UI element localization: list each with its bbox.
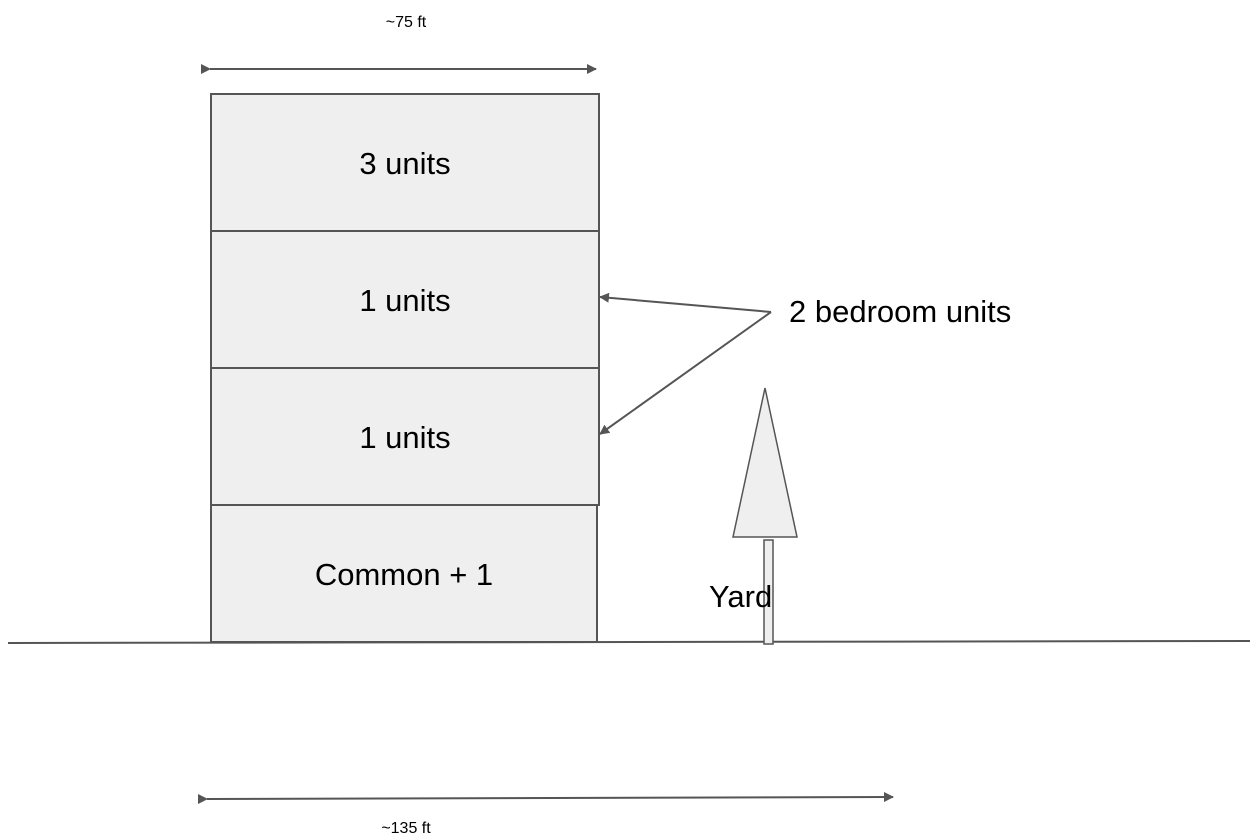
callout-label: 2 bedroom units <box>789 294 1011 329</box>
callout-arrow-lower <box>599 311 772 435</box>
tree-trunk <box>763 539 774 645</box>
bottom-dimension-label: ~135 ft <box>381 820 431 837</box>
top-dimension-label: ~75 ft <box>386 14 427 31</box>
floor-1 <box>210 504 598 643</box>
floor-1-label: Common + 1 <box>315 557 493 592</box>
tree-crown <box>732 387 798 538</box>
bottom-dimension-arrow <box>197 792 894 805</box>
floor-4-label: 3 units <box>359 146 450 181</box>
building: 3 units 1 units 1 units Common + 1 <box>210 93 600 643</box>
tree-icon <box>732 387 798 645</box>
yard-label: Yard <box>709 579 772 614</box>
callout-arrow-upper <box>599 292 772 313</box>
floor-3-label: 1 units <box>359 283 450 318</box>
ground-line <box>7 640 1251 644</box>
floor-3 <box>210 230 600 369</box>
floor-2-label: 1 units <box>359 420 450 455</box>
